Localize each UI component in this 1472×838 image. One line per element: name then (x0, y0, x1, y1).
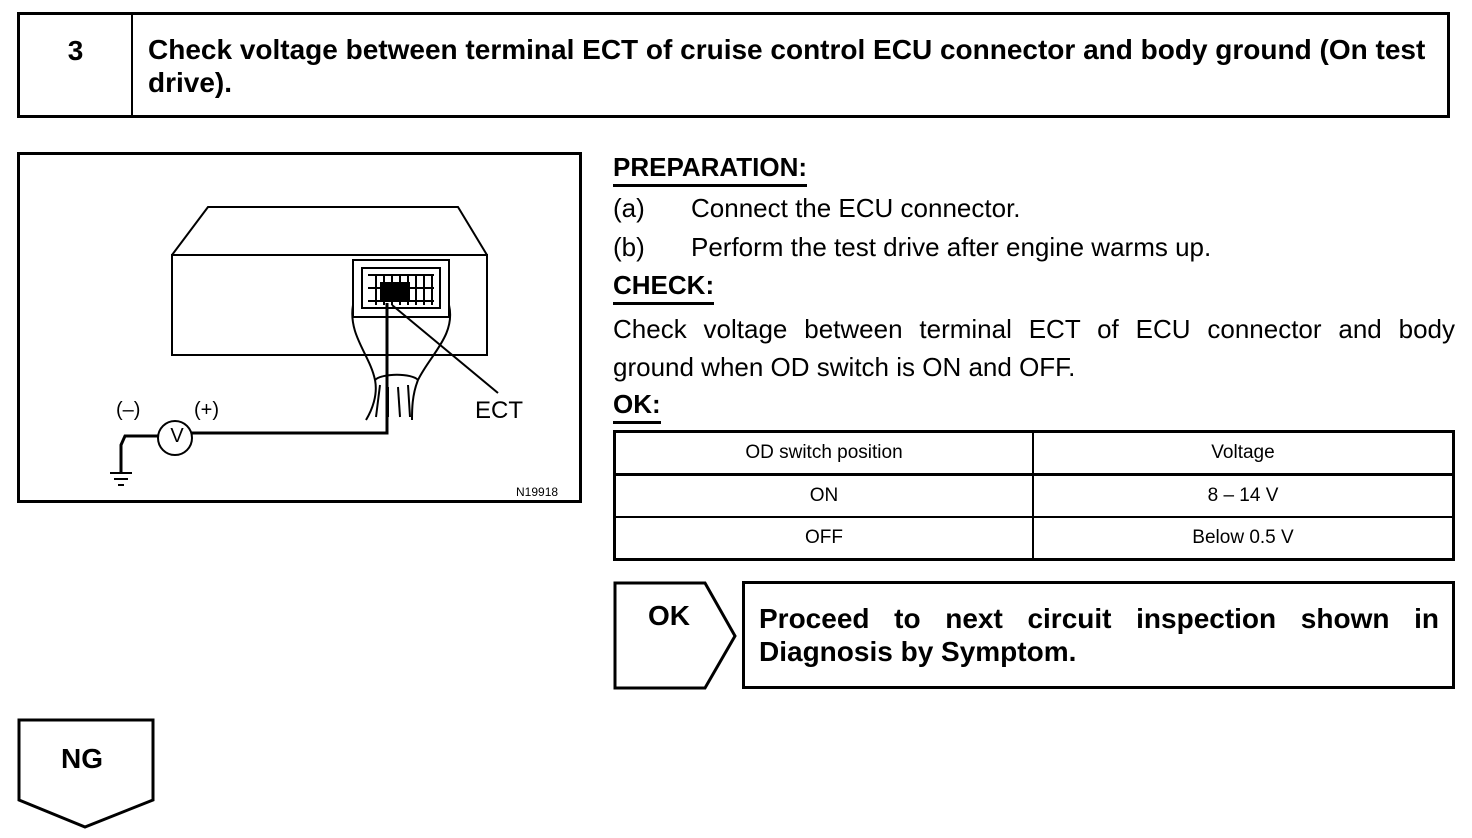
item-label: (a) (613, 193, 645, 223)
item-text: Connect the ECU connector. (691, 193, 1021, 223)
preparation-item-a: (a) Connect the ECU connector. (613, 193, 1021, 223)
step-number: 3 (20, 15, 133, 115)
ect-terminal-label: ECT (475, 397, 523, 424)
spec-table: OD switch position Voltage ON 8 – 14 V O… (613, 430, 1455, 561)
table-cell: Below 0.5 V (1032, 516, 1455, 561)
table-cell: 8 – 14 V (1032, 473, 1455, 518)
ok-result-text: Proceed to next circuit inspection shown… (759, 603, 1439, 667)
item-label: (b) (613, 232, 645, 262)
preparation-heading: PREPARATION: (613, 152, 808, 187)
minus-polarity-label: (–) (116, 399, 141, 421)
check-instruction: Check voltage between terminal ECT of EC… (613, 314, 1455, 382)
ok-result-box: Proceed to next circuit inspection shown… (742, 581, 1455, 689)
ecu-connector-illustration: ECT (–) (+) V N19918 (17, 152, 582, 503)
table-row: OFF Below 0.5 V (613, 516, 1455, 561)
ng-result-label: NG (61, 743, 103, 774)
check-heading: CHECK: (613, 270, 715, 305)
table-cell: ON (613, 473, 1034, 518)
ok-arrow-shape (613, 581, 737, 690)
plus-polarity-label: (+) (194, 399, 219, 421)
ok-result-label: OK (648, 600, 690, 631)
step-title: Check voltage between terminal ECT of cr… (148, 34, 1426, 98)
voltmeter-icon: V (170, 425, 184, 447)
ok-heading: OK: (613, 389, 661, 424)
table-header-row: OD switch position Voltage (613, 430, 1455, 476)
ecu-wiring-diagram (110, 206, 499, 486)
item-text: Perform the test drive after engine warm… (691, 232, 1212, 262)
table-header: Voltage (1032, 430, 1455, 476)
step-header: 3 Check voltage between terminal ECT of … (17, 12, 1450, 118)
figure-code: N19918 (516, 485, 559, 499)
table-cell: OFF (613, 516, 1034, 561)
ng-arrow-shape (17, 718, 155, 829)
table-row: ON 8 – 14 V (613, 473, 1455, 518)
table-header: OD switch position (613, 430, 1034, 476)
preparation-item-b: (b) Perform the test drive after engine w… (613, 232, 1211, 262)
